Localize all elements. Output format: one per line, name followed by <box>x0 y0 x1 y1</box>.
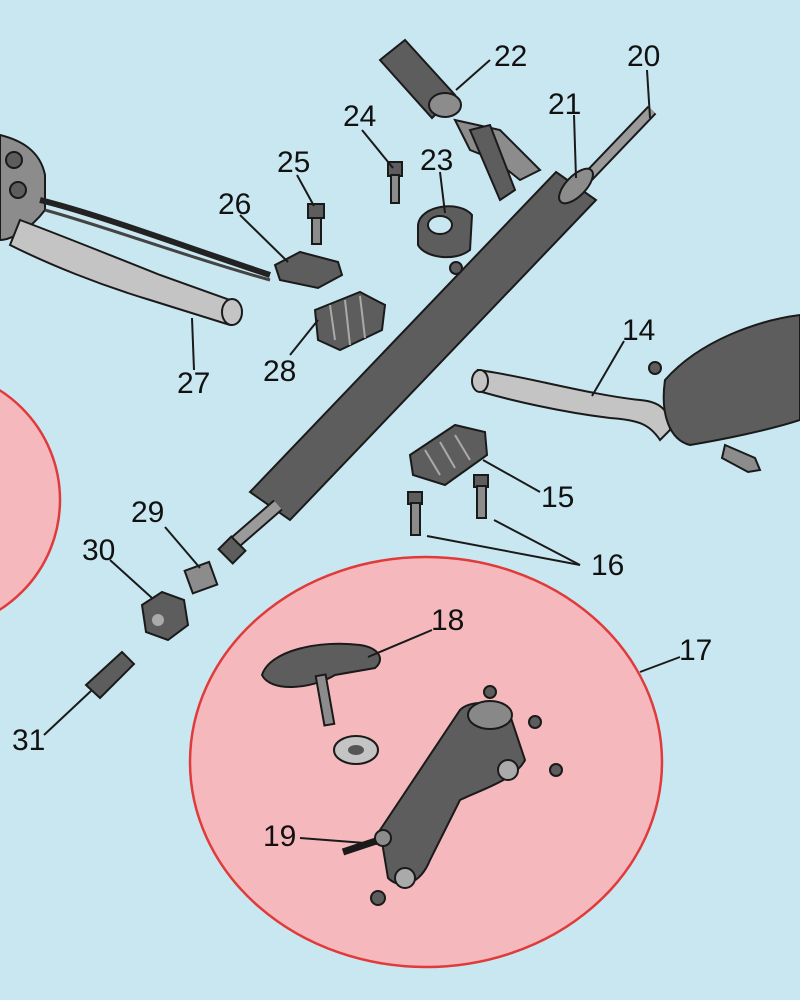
twist-grip-part <box>378 38 542 202</box>
insert-31 <box>84 650 136 700</box>
left-highlight-circle <box>0 388 62 612</box>
bolt-25 <box>307 203 325 245</box>
screws-16 <box>407 474 489 536</box>
callout-18: 18 <box>431 604 464 637</box>
callout-19: 19 <box>263 820 296 853</box>
callout-labels: 14 15 16 17 18 19 20 21 22 23 24 25 26 2… <box>12 40 712 853</box>
callout-21: 21 <box>548 88 581 121</box>
callout-31: 31 <box>12 724 45 757</box>
right-handle-assembly <box>471 313 800 474</box>
callout-28: 28 <box>263 355 296 388</box>
handlebar-clamp-17 <box>341 685 563 906</box>
clamp-23 <box>417 205 474 275</box>
callout-14: 14 <box>622 314 655 347</box>
callout-20: 20 <box>627 40 660 73</box>
callout-26: 26 <box>218 188 251 221</box>
callout-30: 30 <box>82 534 115 567</box>
switch-block-28 <box>313 290 387 352</box>
spacer-29 <box>183 560 219 595</box>
leader-lines <box>43 59 681 845</box>
switch-block-15 <box>408 423 489 487</box>
callout-25: 25 <box>277 146 310 179</box>
clamp-lever-18 <box>260 642 381 765</box>
callout-17: 17 <box>679 634 712 667</box>
callout-27: 27 <box>177 367 210 400</box>
main-tube-assembly <box>217 105 657 565</box>
left-handle-assembly <box>0 133 271 327</box>
callout-23: 23 <box>420 144 453 177</box>
bolt-24 <box>387 161 403 204</box>
callout-24: 24 <box>343 100 376 133</box>
nut-30 <box>140 590 190 642</box>
bracket-26 <box>273 250 344 290</box>
callout-16: 16 <box>591 549 624 582</box>
callout-15: 15 <box>541 481 574 514</box>
callout-29: 29 <box>131 496 164 529</box>
callout-22: 22 <box>494 40 527 73</box>
